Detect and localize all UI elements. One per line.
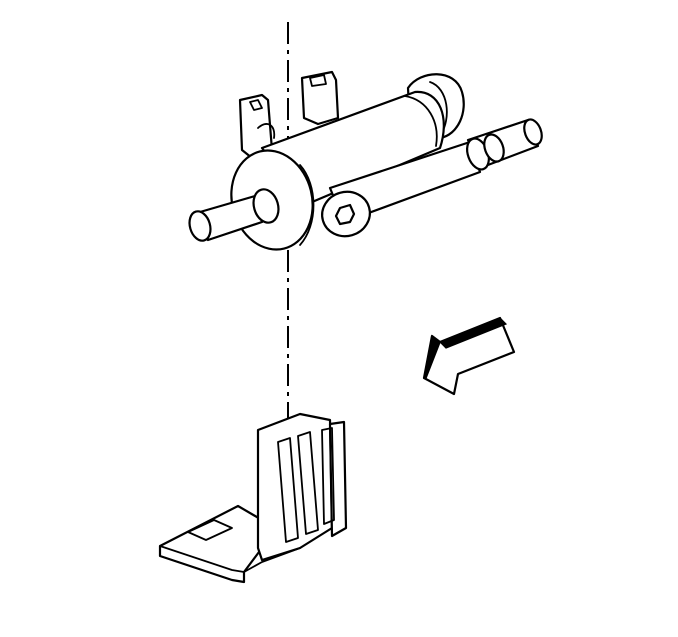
direction-arrow [422,316,516,396]
arrow-shaft-edge [438,317,508,349]
filter-inlet-opening [188,210,212,242]
filter-canister-band [404,95,438,147]
filter-fitting-hex [334,203,356,226]
bracket-fold-line [243,547,301,573]
mounting-bracket [158,412,348,584]
bracket-base-tab [187,519,233,541]
filter-outlet-ring-2 [483,133,505,163]
filter-clip-right-slot [309,74,327,87]
filter-clip-right [300,70,340,126]
bracket-base-edge [159,545,245,573]
arrow-shadow [423,334,441,379]
filter-clip-left-slot [249,99,263,111]
filter-front-cap-rim [299,164,315,246]
filter-inlet-collar [252,188,280,224]
bracket-slot-left [277,437,299,543]
arrow-icon [422,316,516,396]
bracket-upright-plate [256,412,334,562]
filter-clip-left-hook [257,123,276,139]
bracket-slot-right [321,427,335,525]
fuel-filter-assembly [188,70,543,251]
bracket-slot-middle [297,431,319,535]
filter-outlet-opening [523,118,543,146]
